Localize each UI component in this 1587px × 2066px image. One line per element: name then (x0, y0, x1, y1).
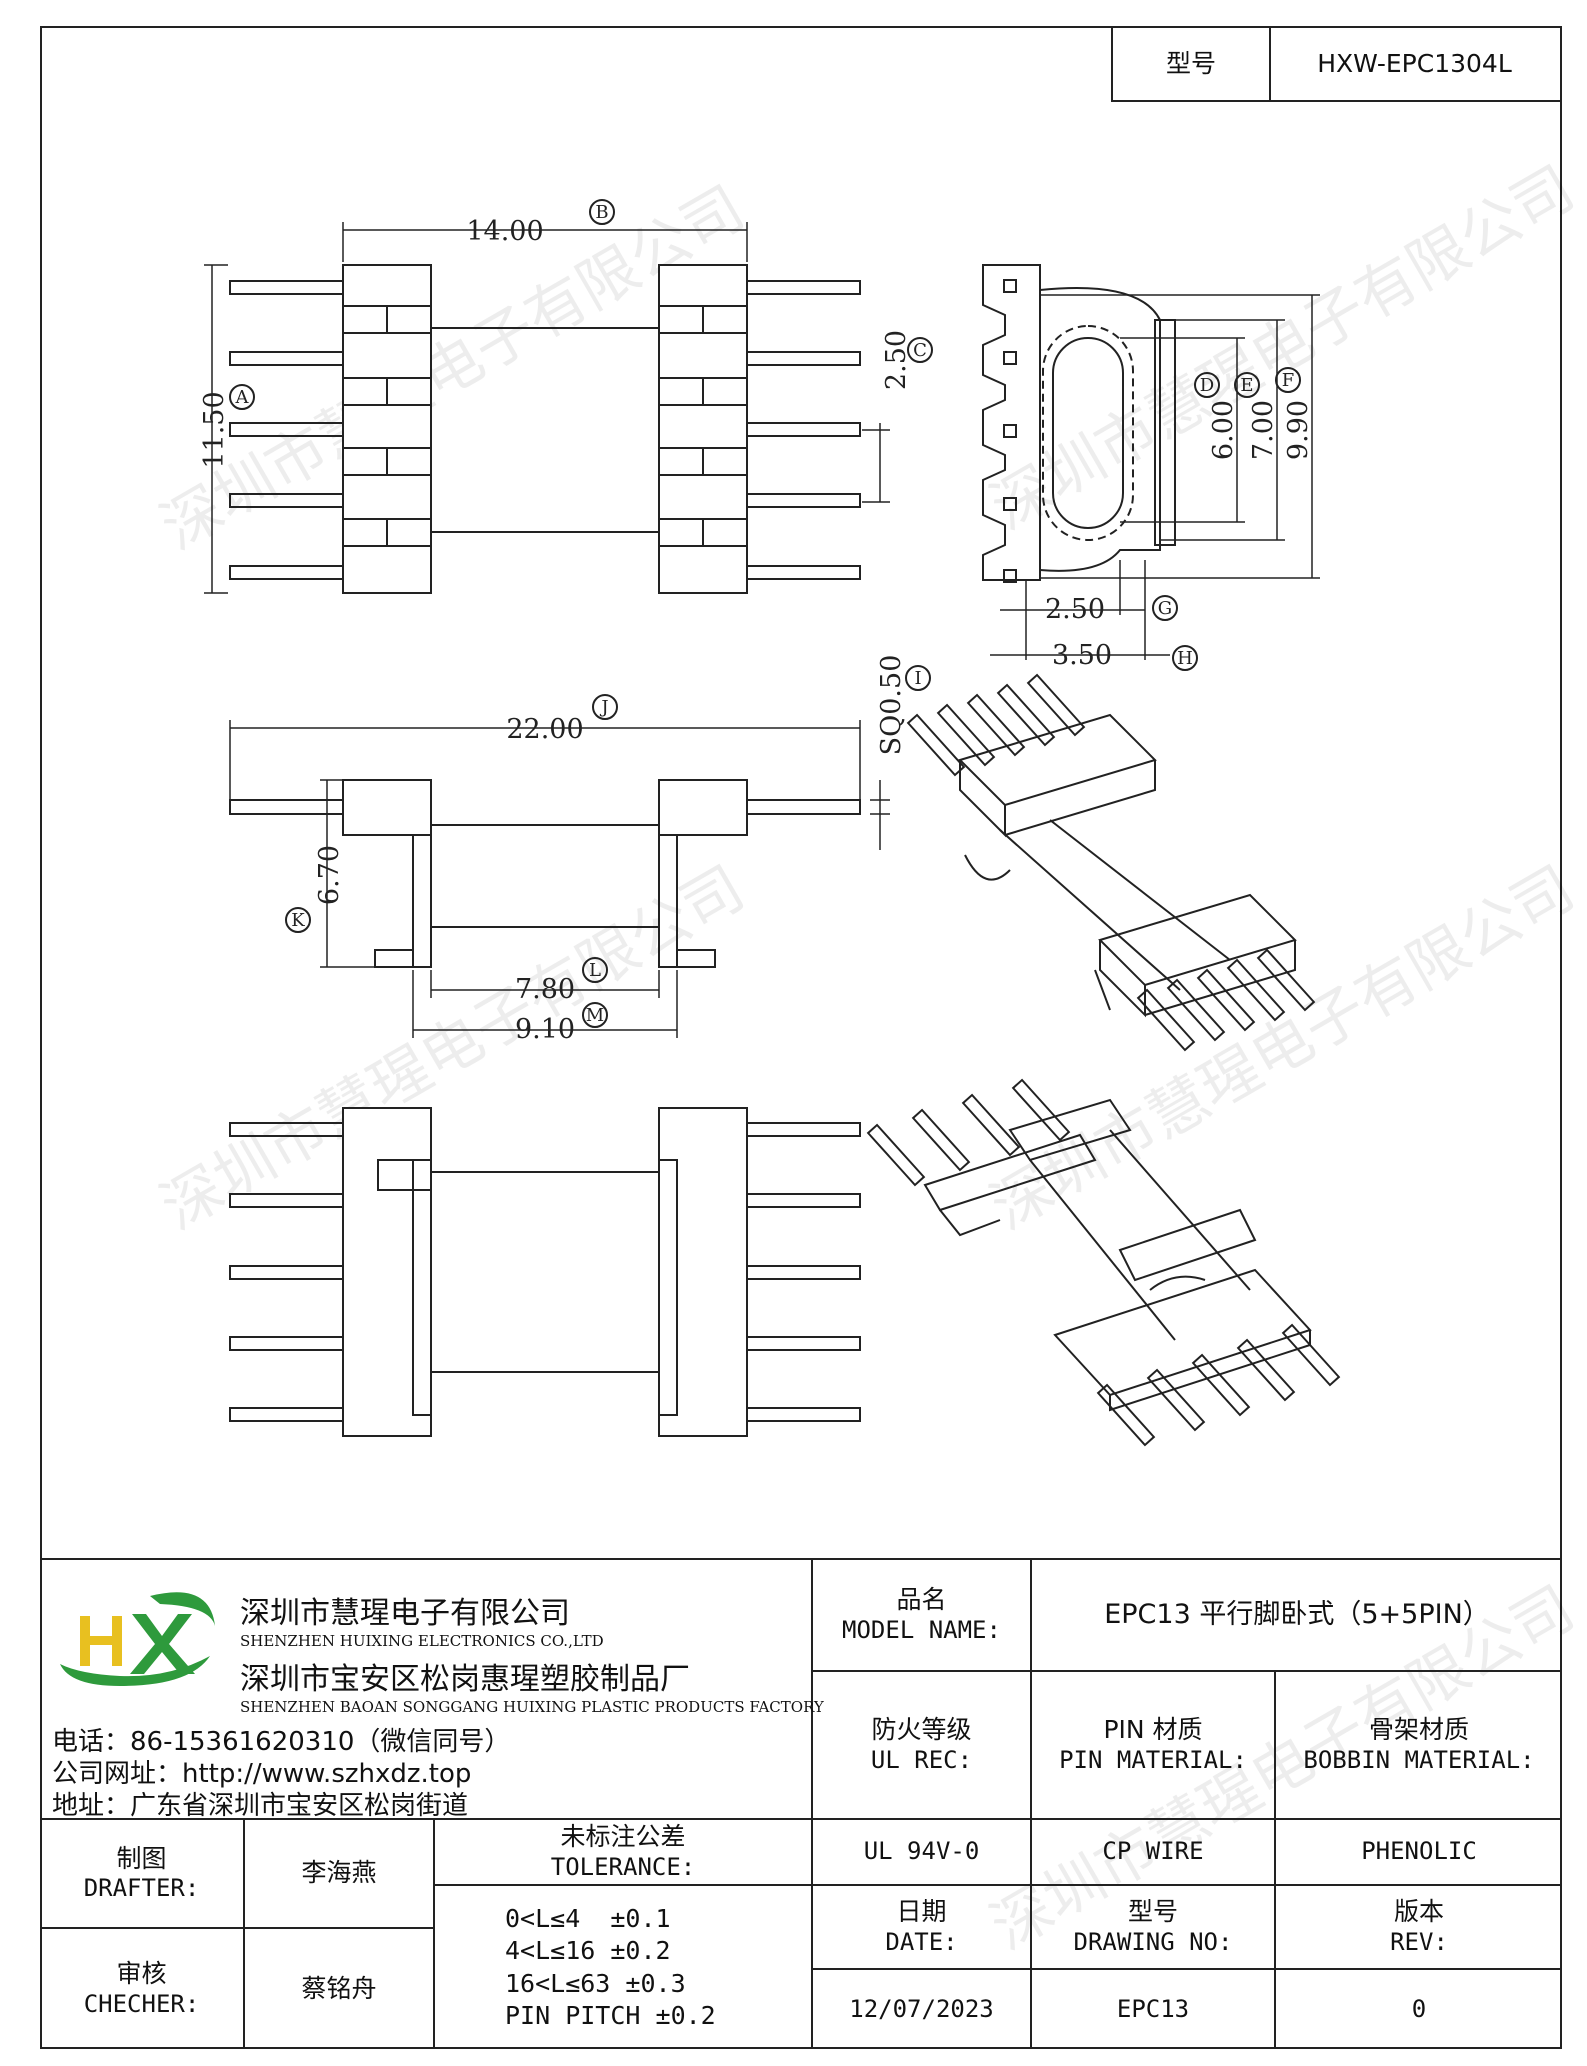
drafter-value: 李海燕 (301, 1858, 377, 1888)
pin-material-label-cn: PIN 材质 (1103, 1715, 1203, 1745)
marker-k: K (291, 910, 305, 931)
drawing-frame (40, 26, 1562, 2049)
marker-a: A (235, 387, 250, 408)
bobbin-material-label-en: BOBBIN MATERIAL: (1303, 1745, 1535, 1774)
front-view-left-pins (229, 280, 344, 580)
ul-rec-label: 防火等级 UL REC: (813, 1672, 1030, 1818)
date-label: 日期 DATE: (813, 1886, 1030, 1968)
bobbin-material-label-cn: 骨架材质 (1368, 1715, 1469, 1745)
marker-g: G (1158, 598, 1172, 619)
rev-value: 0 (1411, 1994, 1427, 2023)
marker-h: H (1177, 648, 1193, 669)
tolerance-line: 4<L≤16 ±0.2 (505, 1936, 671, 1965)
company-name-cn: 深圳市慧瑆电子有限公司 (240, 1596, 570, 1631)
dim-c: 2.50 (881, 330, 912, 390)
checker-label-en: CHECHER: (83, 1989, 200, 2018)
dim-e: 7.00 (1248, 400, 1279, 460)
drawing-no-label: 型号 DRAWING NO: (1032, 1886, 1274, 1968)
bottom-view-left-pins (229, 1122, 344, 1422)
dim-l: 7.80 (515, 974, 575, 1005)
pin-material-label: PIN 材质 PIN MATERIAL: (1032, 1672, 1274, 1818)
marker-i: I (914, 668, 921, 689)
dim-d: 6.00 (1208, 400, 1239, 460)
model-name-label: 品名 MODEL NAME: (813, 1560, 1030, 1670)
bobbin-material-label: 骨架材质 BOBBIN MATERIAL: (1276, 1672, 1562, 1818)
drafter-label: 制图 DRAFTER: (40, 1820, 243, 1927)
model-name-value: EPC13 平行脚卧式（5+5PIN） (1104, 1598, 1490, 1630)
tolerance-list: 0<L≤4 ±0.1 4<L≤16 ±0.2 16<L≤63 ±0.3 PIN … (435, 1886, 811, 2049)
side-view (982, 264, 1176, 583)
model-name-label-cn: 品名 (896, 1585, 947, 1615)
company-phone: 电话：86-15361620310（微信同号） (52, 1727, 511, 1757)
tolerance-line: 16<L≤63 ±0.3 (505, 1968, 686, 1998)
marker-f: F (1282, 370, 1295, 391)
pin-material-value: CP WIRE (1102, 1837, 1204, 1866)
checker-label-cn: 审核 (116, 1959, 167, 1989)
pin-material-label-en: PIN MATERIAL: (1059, 1745, 1247, 1774)
date-value: 12/07/2023 (849, 1994, 994, 2023)
technical-drawing: 14.00 11.50 2.50 6.00 7.00 9.90 2.50 3.5… (199, 199, 1341, 1447)
bottom-view-right-pins (746, 1122, 861, 1422)
tolerance-line: 0<L≤4 ±0.1 (505, 1903, 671, 1933)
drawing-no-value: EPC13 (1116, 1994, 1190, 2023)
dim-g: 2.50 (1045, 594, 1105, 625)
dim-m: 9.10 (515, 1014, 575, 1045)
drawing-no-label-cn: 型号 (1127, 1897, 1178, 1927)
marker-j: J (599, 697, 608, 718)
header-model-value: HXW-EPC1304L (1269, 26, 1562, 102)
checker-value: 蔡铭舟 (301, 1973, 377, 2003)
marker-b: B (595, 202, 608, 223)
dimension-markers: B A C D E F G H I J K L M (235, 202, 1295, 1026)
drafter-label-cn: 制图 (116, 1843, 167, 1873)
ul-rec-label-cn: 防火等级 (871, 1715, 972, 1745)
marker-m: M (586, 1005, 604, 1026)
isometric-view-top (906, 673, 1316, 1052)
dim-i: SQ0.50 (876, 655, 907, 756)
drafter-label-en: DRAFTER: (83, 1874, 200, 1903)
dim-h: 3.50 (1052, 640, 1112, 671)
company-name-en: SHENZHEN HUIXING ELECTRONICS CO.,LTD (240, 1632, 604, 1650)
front-view (229, 264, 861, 594)
ul-rec-value: UL 94V-0 (863, 1837, 980, 1866)
marker-e: E (1240, 375, 1253, 396)
dim-k: 6.70 (314, 845, 345, 905)
date-label-cn: 日期 (896, 1897, 947, 1927)
tolerance-label-cn: 未标注公差 (560, 1822, 686, 1852)
isometric-view-bottom (866, 1078, 1341, 1447)
factory-name-cn: 深圳市宝安区松岗惠瑆塑胶制品厂 (240, 1662, 690, 1697)
bobbin-material-value: PHENOLIC (1361, 1837, 1477, 1866)
rev-label-en: REV: (1390, 1927, 1448, 1956)
ul-rec-label-en: UL REC: (870, 1745, 973, 1774)
checker-label: 审核 CHECHER: (40, 1929, 243, 2049)
front-view-right-pins (746, 280, 861, 580)
bottom-view (229, 1107, 861, 1437)
marker-l: L (589, 960, 601, 981)
tolerance-label: 未标注公差 TOLERANCE: (435, 1820, 811, 1884)
marker-d: D (1200, 375, 1214, 396)
tolerance-label-en: TOLERANCE: (550, 1852, 696, 1881)
model-name-label-en: MODEL NAME: (842, 1615, 1001, 1644)
rev-label-cn: 版本 (1393, 1897, 1444, 1927)
date-label-en: DATE: (885, 1927, 958, 1956)
tolerance-line: PIN PITCH ±0.2 (505, 2001, 716, 2030)
top-view (229, 779, 861, 968)
dim-b: 14.00 (466, 216, 543, 247)
dim-f: 9.90 (1283, 400, 1314, 460)
company-logo (60, 1592, 215, 1686)
factory-name-en: SHENZHEN BAOAN SONGGANG HUIXING PLASTIC … (240, 1698, 824, 1716)
marker-c: C (913, 340, 927, 361)
dim-a: 11.50 (199, 391, 230, 468)
company-website: 公司网址：http://www.szhxdz.top (52, 1759, 472, 1789)
dim-j: 22.00 (506, 714, 583, 745)
header-model-label: 型号 (1111, 26, 1271, 102)
drawing-no-label-en: DRAWING NO: (1073, 1927, 1233, 1956)
company-address: 地址：广东省深圳市宝安区松岗街道 (52, 1791, 469, 1821)
rev-label: 版本 REV: (1276, 1886, 1562, 1968)
